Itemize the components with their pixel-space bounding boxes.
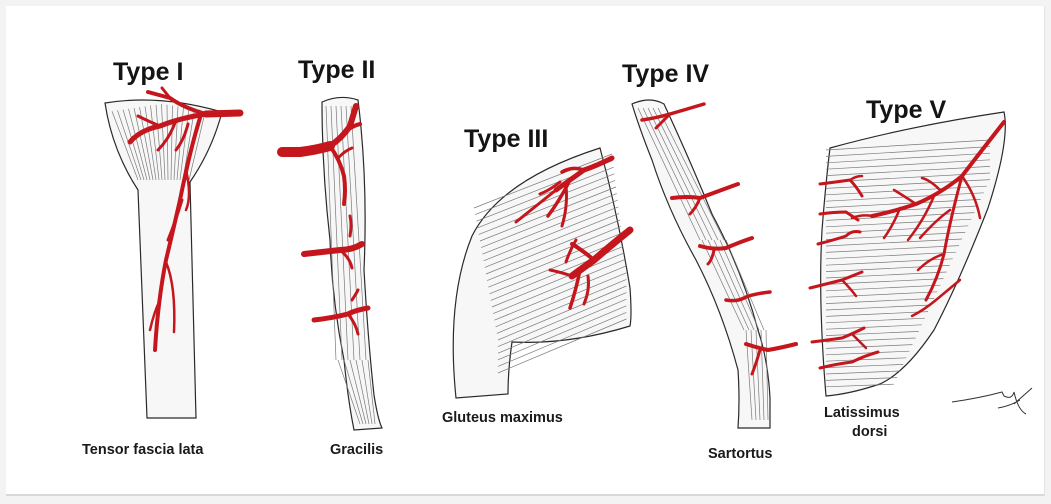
type4-title: Type IV	[622, 60, 709, 89]
gracilis-label: Gracilis	[330, 441, 383, 460]
type1-title: Type I	[113, 58, 183, 87]
latissimus-dorsi-label-line1: Latissimus	[824, 404, 900, 423]
tensor-fascia-lata-label: Tensor fascia lata	[82, 441, 203, 460]
tensor-fascia-lata-drawing	[105, 88, 240, 418]
artist-signature	[952, 388, 1032, 414]
gluteus-maximus-label: Gluteus maximus	[442, 409, 563, 428]
type2-title: Type II	[298, 56, 375, 85]
sartorius-drawing	[632, 100, 796, 428]
latissimus-dorsi-label-line2: dorsi	[852, 423, 887, 442]
type3-title: Type III	[464, 125, 548, 154]
gluteus-maximus-drawing	[453, 148, 631, 398]
type5-title: Type V	[866, 96, 946, 125]
gracilis-drawing	[282, 97, 382, 430]
latissimus-dorsi-drawing	[810, 112, 1032, 414]
sartorius-label: Sartortus	[708, 445, 772, 464]
